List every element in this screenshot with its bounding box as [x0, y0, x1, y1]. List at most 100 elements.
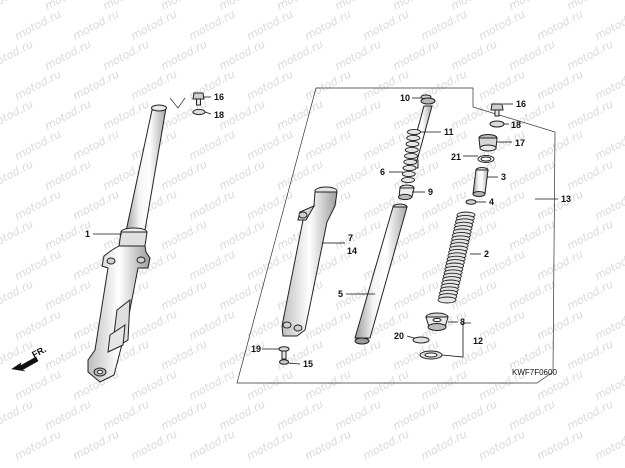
- watermark-text: motod.ru: [159, 397, 210, 432]
- watermark-text: motod.ru: [565, 157, 616, 192]
- watermark-text: motod.ru: [217, 37, 268, 72]
- watermark-text: motod.ru: [361, 127, 412, 162]
- callout-4: 4: [489, 197, 494, 207]
- callout-16-left: 16: [214, 92, 224, 102]
- watermark-text: motod.ru: [187, 247, 238, 282]
- watermark-text: motod.ru: [245, 427, 296, 462]
- watermark-text: motod.ru: [43, 397, 94, 432]
- watermark-text: motod.ru: [0, 397, 35, 432]
- watermark-text: motod.ru: [275, 157, 326, 192]
- callout-16-right: 16: [516, 99, 526, 109]
- watermark-text: motod.ru: [565, 217, 616, 252]
- watermark-text: motod.ru: [477, 427, 528, 462]
- watermark-text: motod.ru: [507, 397, 558, 432]
- watermark-text: motod.ru: [0, 217, 35, 252]
- spring-coil: [406, 134, 421, 142]
- watermark-text: motod.ru: [449, 397, 500, 432]
- washer-4: [465, 199, 477, 205]
- spring-coil: [404, 146, 419, 154]
- watermark-text: motod.ru: [187, 7, 238, 42]
- watermark-text: motod.ru: [71, 7, 122, 42]
- watermark-text: motod.ru: [0, 37, 35, 72]
- callout-18-left: 18: [214, 110, 224, 120]
- watermark-text: motod.ru: [303, 427, 354, 462]
- callout-15: 15: [303, 359, 313, 369]
- callout-5: 5: [338, 289, 343, 299]
- watermark-text: motod.ru: [535, 187, 586, 222]
- watermark-text: motod.ru: [159, 97, 210, 132]
- callout-9: 9: [428, 187, 433, 197]
- watermark-text: motod.ru: [101, 37, 152, 72]
- watermark-text: motod.ru: [275, 397, 326, 432]
- watermark-text: motod.ru: [361, 427, 412, 462]
- cap-stack: [477, 103, 505, 163]
- watermark-text: motod.ru: [13, 7, 64, 42]
- callout-20: 20: [394, 331, 404, 341]
- watermark-text: motod.ru: [13, 127, 64, 162]
- callout-19: 19: [251, 344, 261, 354]
- callout-14: 14: [347, 246, 357, 256]
- leader-lines: [93, 96, 558, 365]
- watermark-text: motod.ru: [159, 37, 210, 72]
- watermark-text: motod.ru: [507, 37, 558, 72]
- watermark-text: motod.ru: [43, 37, 94, 72]
- callout-8: 8: [460, 317, 465, 327]
- bolt-left: [169, 92, 206, 116]
- front-arrow-icon: [11, 356, 39, 372]
- watermark-text: motod.ru: [593, 427, 625, 462]
- callout-3: 3: [501, 172, 506, 182]
- watermark-text: motod.ru: [391, 277, 442, 312]
- callout-1: 1: [85, 229, 90, 239]
- watermark-text: motod.ru: [565, 337, 616, 372]
- spring-coil: [404, 152, 418, 160]
- watermark-text: motod.ru: [361, 367, 412, 402]
- watermark-text: motod.ru: [0, 97, 35, 132]
- collar: [398, 184, 415, 201]
- watermark-text: motod.ru: [13, 187, 64, 222]
- callout-labels: 1 16 18 7 14 5 6 10 11 9 16 18 17 21 3 4…: [85, 92, 571, 369]
- watermark-text: motod.ru: [303, 127, 354, 162]
- assembly-outline: [236, 87, 556, 384]
- watermark-text: motod.ru: [187, 187, 238, 222]
- spring-coil: [407, 128, 421, 136]
- watermark-text: motod.ru: [159, 277, 210, 312]
- callout-7: 7: [348, 233, 353, 243]
- watermark-text: motod.ru: [245, 367, 296, 402]
- watermark-text: motod.ru: [565, 37, 616, 72]
- watermark-text: motod.ru: [0, 0, 35, 13]
- watermark-text: motod.ru: [159, 157, 210, 192]
- watermark-text: motod.ru: [333, 37, 384, 72]
- watermark-text: motod.ru: [129, 427, 180, 462]
- watermark-text: motod.ru: [361, 7, 412, 42]
- watermark-text: motod.ru: [391, 37, 442, 72]
- watermark-text: motod.ru: [303, 67, 354, 102]
- watermark-text: motod.ru: [101, 97, 152, 132]
- watermark-text: motod.ru: [187, 427, 238, 462]
- watermark-text: motod.ru: [43, 277, 94, 312]
- watermark-text: motod.ru: [13, 67, 64, 102]
- bolt-bottom: [278, 346, 290, 365]
- watermark-text: motod.ru: [245, 127, 296, 162]
- outer-slider: [281, 186, 338, 337]
- spring-coil: [437, 296, 457, 304]
- watermark-text: motod.ru: [333, 397, 384, 432]
- callout-13: 13: [561, 194, 571, 204]
- watermark-text: motod.ru: [535, 127, 586, 162]
- watermark-text: motod.ru: [71, 187, 122, 222]
- fork-spring: [437, 211, 476, 304]
- watermark-text: motod.ru: [217, 397, 268, 432]
- oil-seal-set: [412, 336, 443, 360]
- watermark-text: motod.ru: [129, 7, 180, 42]
- rebound-spring: [401, 128, 421, 184]
- watermark-text: motod.ru: [187, 307, 238, 342]
- callout-17: 17: [515, 138, 525, 148]
- watermark-text: motod.ru: [535, 67, 586, 102]
- oil-lock-piece: [425, 312, 449, 331]
- watermark-text: motod.ru: [43, 337, 94, 372]
- watermark-text: motod.ru: [419, 367, 470, 402]
- watermark-text: motod.ru: [71, 127, 122, 162]
- watermark-text: motod.ru: [71, 67, 122, 102]
- watermark-text: motod.ru: [507, 217, 558, 252]
- spacer-pipe: [472, 167, 489, 197]
